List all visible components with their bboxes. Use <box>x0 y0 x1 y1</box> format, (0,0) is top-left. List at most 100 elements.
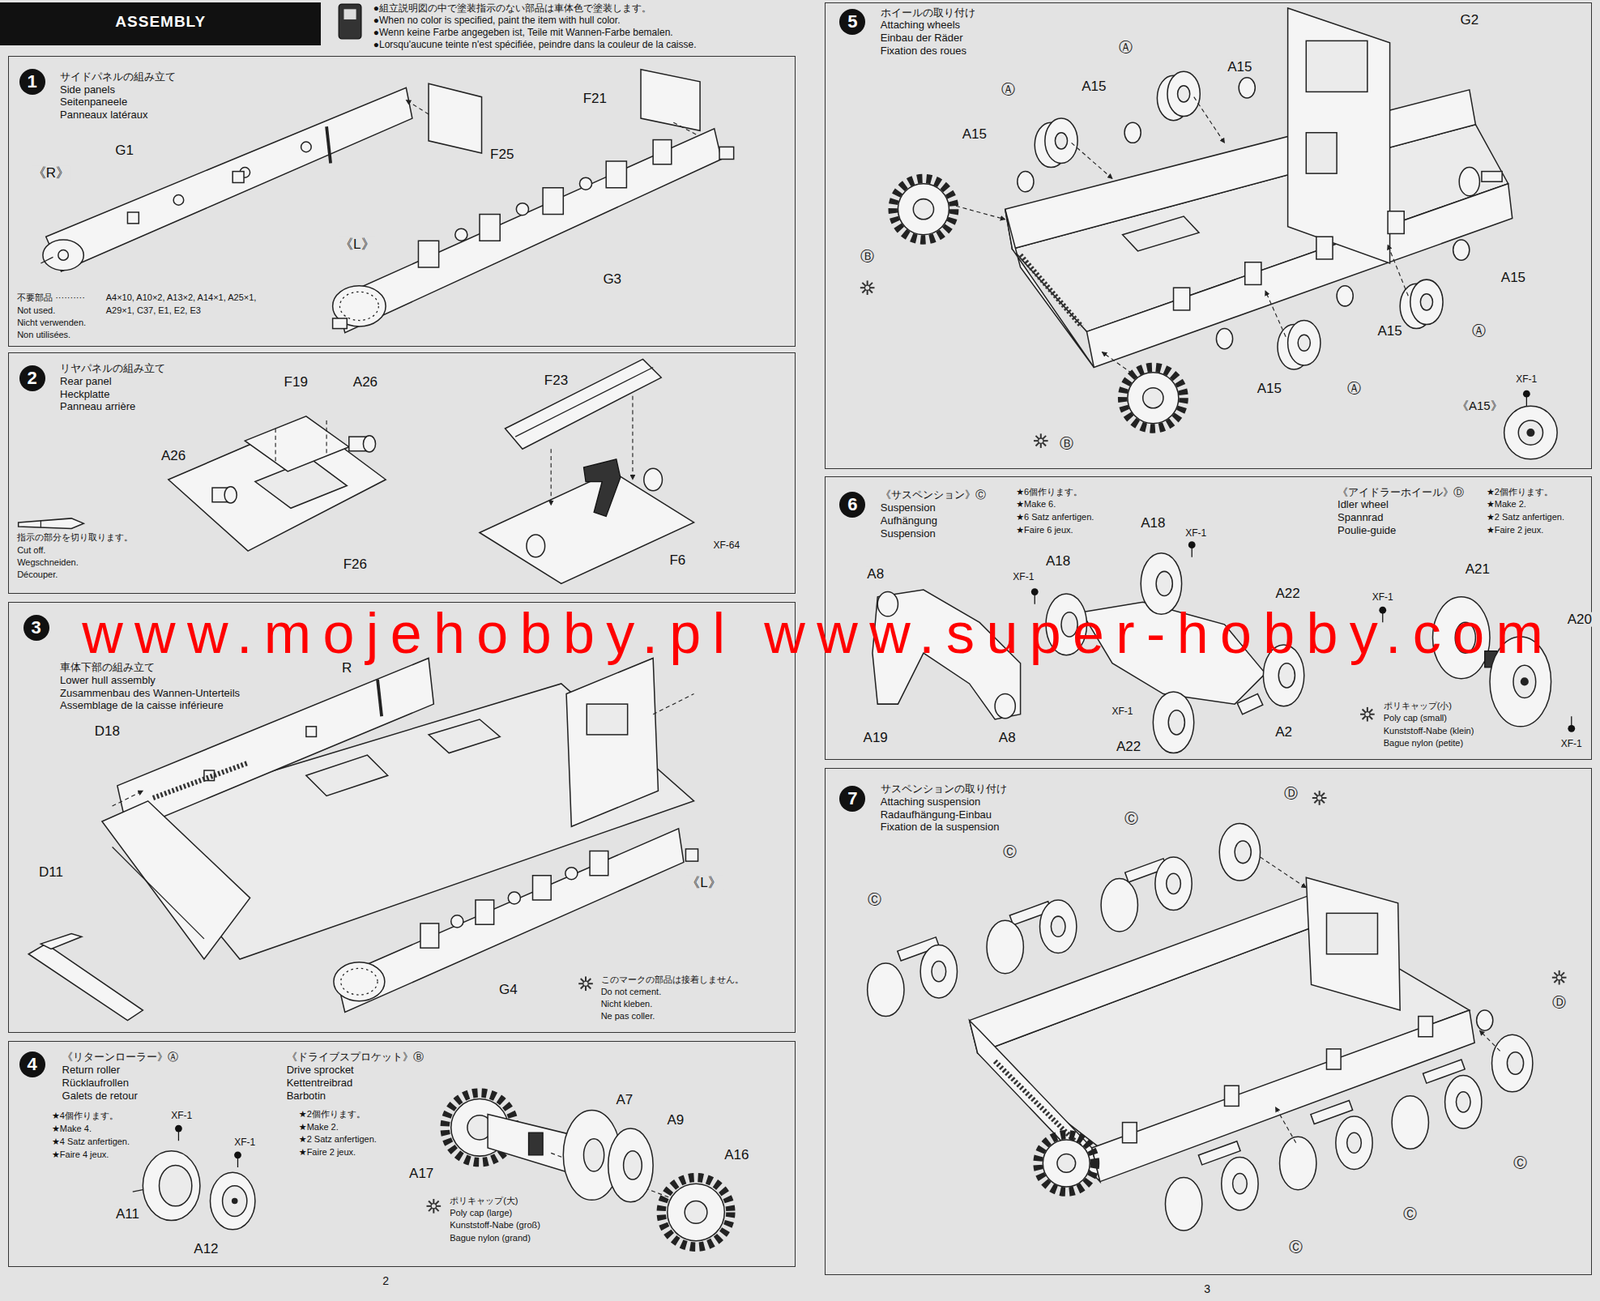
wheels-drawing <box>1420 294 1433 311</box>
callout-letter: Ⓐ <box>1346 381 1362 397</box>
wheels-drawing <box>1173 287 1191 311</box>
attach-suspension-drawing <box>1219 823 1260 881</box>
lower-hull-drawing <box>28 943 143 1020</box>
wheels-drawing <box>1481 171 1502 183</box>
rear-panel-drawing <box>631 396 633 480</box>
part-number: A15 <box>1500 269 1527 286</box>
part-number: A7 <box>614 1092 634 1108</box>
paint-code: XF-1 <box>1371 593 1395 604</box>
step-title: 《アイドラーホイール》Ⓓ <box>1337 486 1464 500</box>
wheels-drawing <box>1410 279 1443 325</box>
rear-panel-drawing <box>644 468 663 491</box>
suspension-drawing <box>872 589 1021 720</box>
step-title: 《サスペンション》Ⓒ <box>880 489 986 502</box>
wheels-drawing <box>1245 262 1262 286</box>
part-number: A18 <box>1139 516 1166 532</box>
part-number: A20 <box>1566 611 1593 628</box>
header-note: ●Lorsqu'aucune teinte n'est spécifiée, p… <box>372 39 698 51</box>
quantity-note: ★Faire 6 jeux. <box>1015 524 1073 536</box>
lower-hull-drawing <box>586 704 628 735</box>
callout-letter: Ⓓ <box>1551 995 1567 1012</box>
wheels-drawing <box>1305 132 1337 174</box>
callout-letter: Ⓒ <box>1512 1156 1528 1172</box>
note-text: 指示の部分を切り取ります。 <box>16 532 134 542</box>
callout-letter: Ⓐ <box>1000 81 1016 98</box>
part-number: R <box>341 661 353 677</box>
part-number: A15 <box>1080 79 1107 95</box>
part-number: F6 <box>668 552 687 568</box>
quantity-note: ★4 Satz anfertigen. <box>51 1136 130 1148</box>
rear-panel-drawing <box>275 428 277 465</box>
return-roller-sprocket-drawing <box>426 1198 442 1214</box>
return-roller-sprocket-drawing <box>142 1151 201 1221</box>
attach-suspension-drawing <box>1506 1052 1524 1076</box>
wheels-drawing <box>1526 428 1535 437</box>
part-number: A26 <box>160 448 187 465</box>
step-title: Suspension <box>880 502 936 515</box>
side-panel-drawing <box>40 69 734 333</box>
wheels-drawing <box>1054 132 1067 150</box>
rear-panel-drawing <box>18 358 695 584</box>
part-number: G4 <box>498 981 519 998</box>
side-panel-drawing <box>405 99 429 115</box>
wheels-drawing <box>1177 85 1191 103</box>
attach-suspension-drawing <box>1040 900 1077 953</box>
side-panel-drawing <box>173 195 184 206</box>
lower-hull-drawing <box>153 763 248 798</box>
lower-hull-drawing <box>40 934 82 950</box>
attach-suspension-drawing <box>1057 1154 1076 1174</box>
callout-letter: Ⓒ <box>1288 1240 1304 1256</box>
attach-suspension-drawing <box>1312 790 1327 806</box>
part-number: F25 <box>489 147 515 163</box>
side-panel-drawing <box>332 318 348 329</box>
return-roller-sprocket-drawing <box>623 1151 643 1180</box>
suspension-drawing <box>1188 541 1196 558</box>
note-text: Do not cement. <box>600 986 663 997</box>
header-note: ●When no color is specified, paint the i… <box>372 15 622 26</box>
note-text: このマークの部品は接着しません。 <box>600 974 745 985</box>
part-number: 《L》 <box>338 237 376 253</box>
return-roller-sprocket-drawing <box>174 1125 183 1142</box>
side-panel-drawing <box>652 140 672 165</box>
note-text: 不要部品 ·········· <box>16 292 86 303</box>
rear-panel-drawing <box>583 459 620 517</box>
note-text: ポリキャップ(大) <box>448 1195 519 1206</box>
rear-panel-drawing <box>550 448 552 505</box>
return-roller-sprocket-drawing <box>234 1151 242 1168</box>
wheels-drawing <box>1194 97 1225 144</box>
attach-suspension-drawing <box>1224 1085 1240 1106</box>
return-roller-sprocket-drawing <box>661 1177 731 1248</box>
rear-panel-drawing <box>224 486 237 504</box>
attach-suspension-drawing <box>1164 1177 1202 1231</box>
rear-panel-drawing <box>505 358 662 449</box>
header-icon <box>338 4 362 39</box>
step-title: 《リターンローラー》Ⓐ <box>62 1051 179 1064</box>
step-title: Einbau der Räder <box>880 32 964 45</box>
quantity-note: ★Make 2. <box>1486 499 1527 510</box>
part-number: A17 <box>408 1165 435 1182</box>
return-roller-sprocket-drawing <box>132 1092 731 1247</box>
suspension-drawing <box>1489 636 1552 727</box>
part-number: A21 <box>1464 561 1491 577</box>
side-panel-drawing <box>579 177 592 190</box>
part-number: A15 <box>961 127 988 143</box>
paint-code: XF-64 <box>712 540 741 551</box>
lower-hull-drawing <box>428 719 500 754</box>
wheels-drawing <box>948 204 1005 220</box>
step-title: Drive sprocket <box>286 1064 355 1077</box>
suspension-drawing <box>1152 691 1194 754</box>
part-number: A2 <box>1274 725 1293 741</box>
wheels-drawing <box>1005 209 1095 367</box>
suspension-drawing <box>1278 663 1295 688</box>
part-number: A8 <box>998 729 1017 746</box>
suspension-drawing <box>1168 710 1185 735</box>
return-roller-sprocket-drawing <box>487 1113 572 1174</box>
step-title: Heckplatte <box>59 388 110 402</box>
attach-suspension-drawing <box>1050 916 1066 937</box>
attach-suspension-drawing <box>1476 1010 1494 1031</box>
wheels-drawing <box>1504 405 1558 459</box>
wheels-drawing <box>1288 320 1321 366</box>
attach-suspension-drawing <box>969 892 1323 1054</box>
step-title: Radaufhängung-Einbau <box>880 809 992 822</box>
suspension-drawing <box>1454 622 1476 653</box>
